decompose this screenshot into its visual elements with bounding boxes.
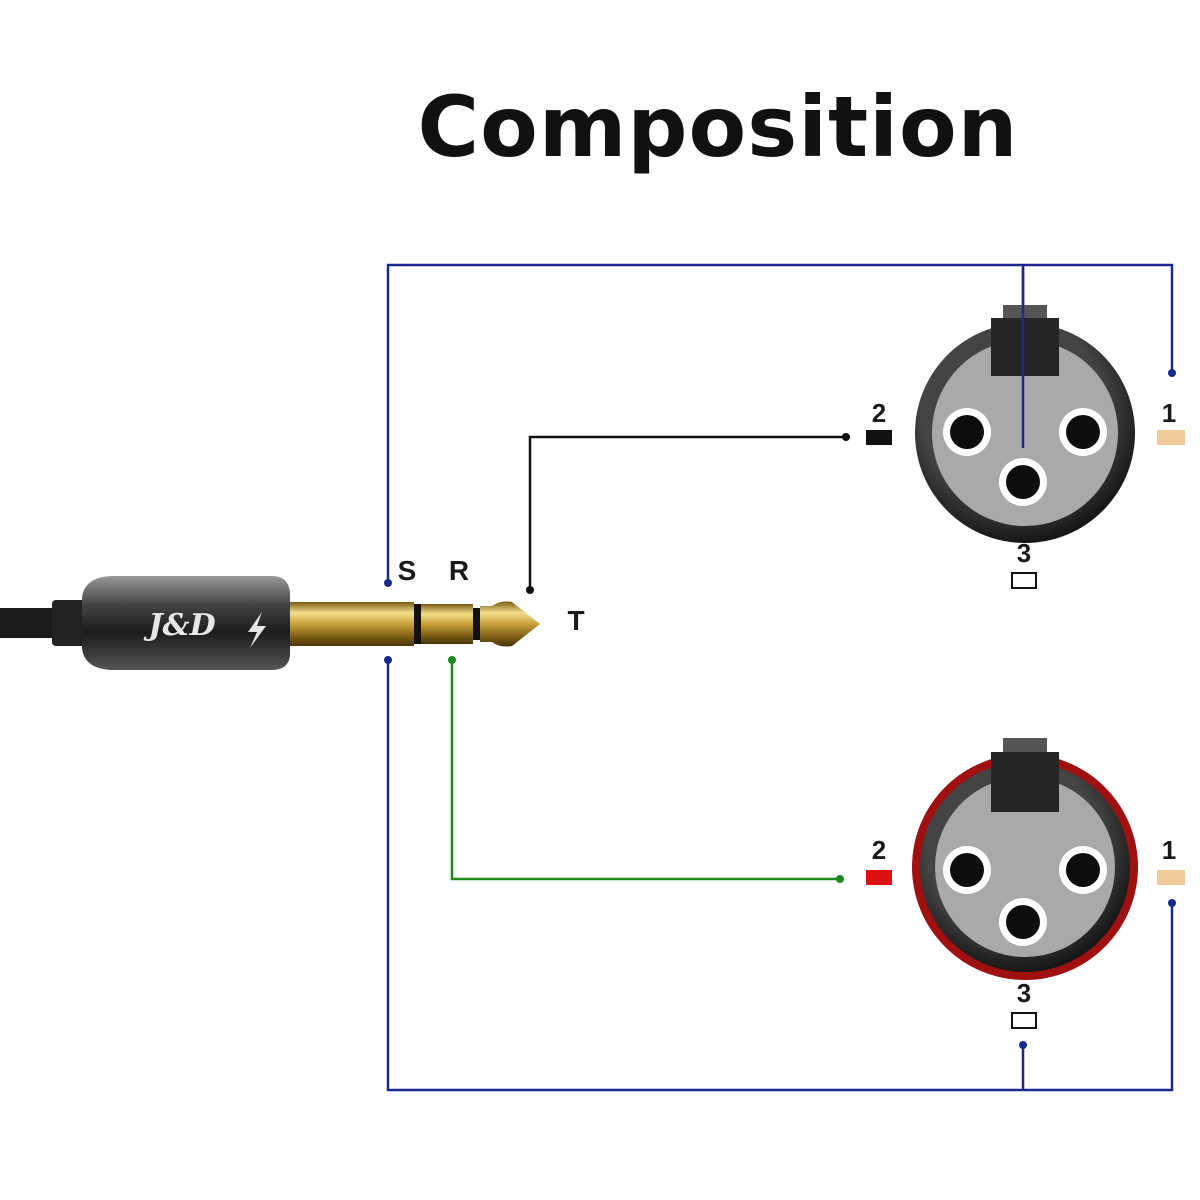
xlr-top-pin1-label: 1 xyxy=(1162,398,1176,428)
sleeve-wire-bottom xyxy=(386,660,1174,1092)
cable xyxy=(0,608,60,638)
wire-dots xyxy=(384,369,1176,1049)
brand-mark: J&D xyxy=(143,608,215,643)
xlr-top-pin2-marker xyxy=(866,430,892,445)
ring-wire xyxy=(450,660,840,881)
xlr-top-pin-holes xyxy=(943,408,1107,506)
label-ring: R xyxy=(449,555,469,586)
xlr-top-pin3-marker xyxy=(1011,572,1037,589)
xlr-bottom-pin1-label: 1 xyxy=(1162,835,1176,865)
trs-plug: J&D xyxy=(0,576,540,670)
xlr-connector-top xyxy=(915,265,1135,543)
lightning-icon xyxy=(248,612,266,648)
xlr-connector-bottom xyxy=(912,738,1138,980)
xlr-top-key xyxy=(991,318,1059,376)
xlr-bottom-key xyxy=(991,752,1059,812)
tip-wire xyxy=(528,435,846,590)
xlr-bottom-pin1-marker xyxy=(1157,870,1185,885)
label-sleeve: S xyxy=(398,555,417,586)
xlr-bottom-pin3-label: 3 xyxy=(1017,978,1031,1008)
xlr-bottom-face xyxy=(935,777,1115,957)
xlr-bottom-pin2-marker xyxy=(866,870,892,885)
plug-housing xyxy=(82,576,290,670)
xlr-top-pin1-marker xyxy=(1157,430,1185,445)
sleeve-contact xyxy=(290,602,414,646)
ring-contact xyxy=(421,604,473,644)
xlr-bottom-pin3-marker xyxy=(1011,1012,1037,1029)
diagram-title: Composition xyxy=(417,78,1019,176)
xlr-top-pin3-label: 3 xyxy=(1017,538,1031,568)
tip-contact xyxy=(480,601,540,647)
ring-insulator xyxy=(473,608,480,640)
label-tip: T xyxy=(567,605,584,636)
xlr-bottom-pin-holes xyxy=(943,846,1107,946)
strain-relief xyxy=(52,600,88,646)
sleeve-insulator xyxy=(414,604,421,644)
xlr-top-face xyxy=(932,340,1118,526)
xlr-bottom-pin2-label: 2 xyxy=(872,835,886,865)
xlr-top-pin2-label: 2 xyxy=(872,398,886,428)
sleeve-wire-top xyxy=(386,263,1174,583)
